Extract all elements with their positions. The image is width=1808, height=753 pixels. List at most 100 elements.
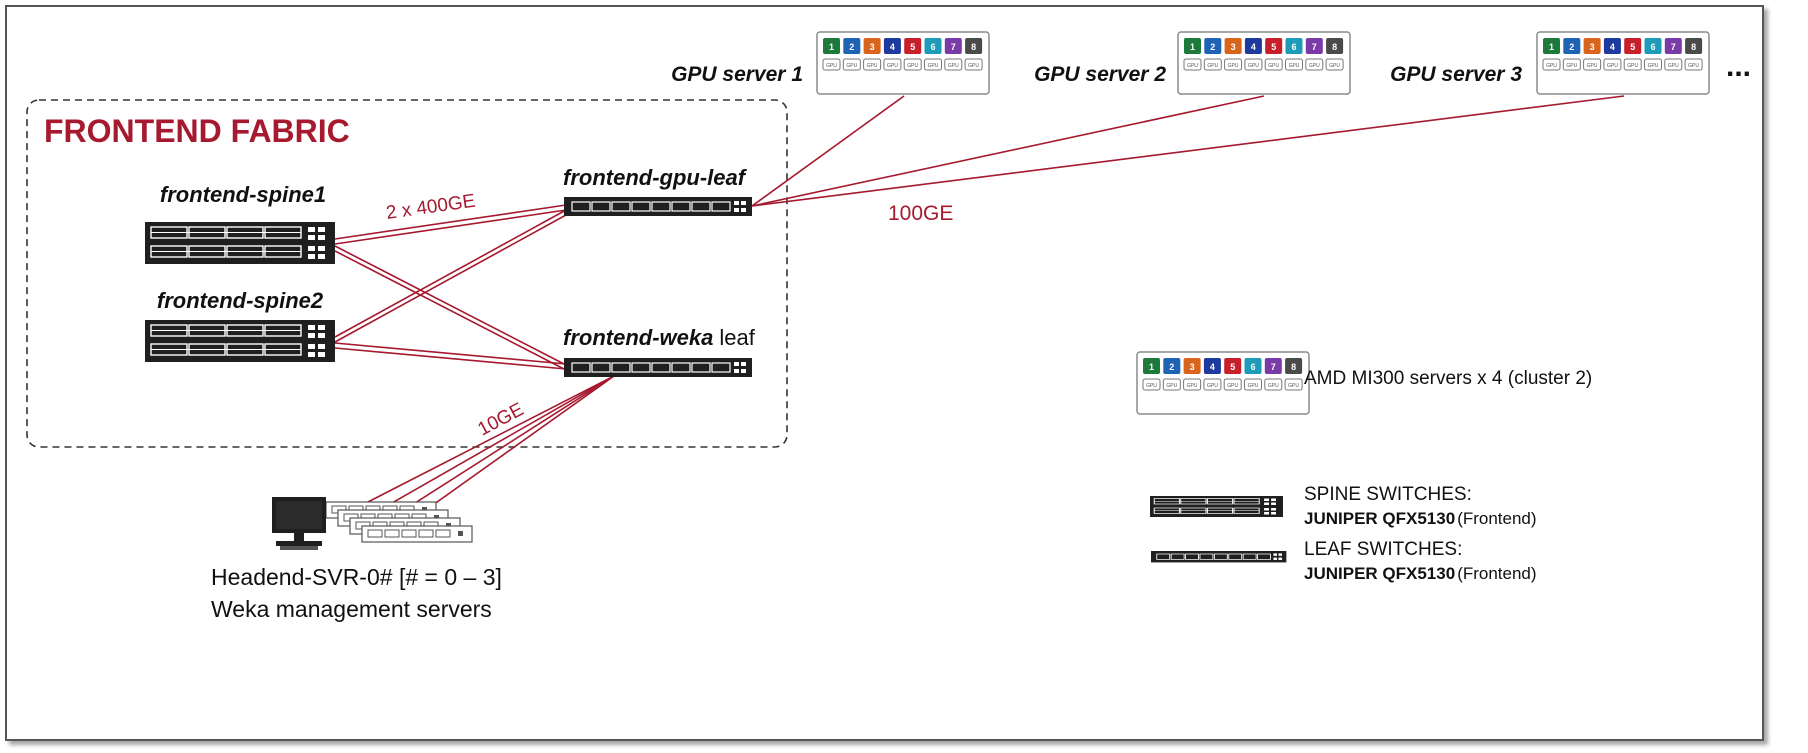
gpu-slot-badge (1143, 358, 1160, 374)
gpu-chip (1285, 58, 1303, 71)
gpu-slot-number: 2 (1569, 42, 1574, 52)
gpu-chip (1562, 58, 1581, 71)
gpu-chip (1244, 378, 1262, 391)
gpu-chip (1244, 58, 1263, 71)
gpu-slot-number: 1 (1190, 42, 1195, 52)
gpu-chip-label: GPU (1688, 63, 1699, 69)
gpu-chip-label: GPU (1587, 63, 1598, 69)
gpu-slot-badge (1305, 38, 1323, 54)
spine1-switch (144, 221, 336, 265)
gpu-chip (1305, 58, 1324, 71)
gpu-chip-label: GPU (1668, 63, 1679, 69)
gpu-slot-badge (944, 38, 962, 54)
legend-leaf-title: LEAF SWITCHES: (1304, 539, 1462, 560)
gpu-chip (1623, 58, 1642, 71)
gpu-chip (1142, 378, 1161, 391)
gpu-chip-label: GPU (1329, 63, 1340, 69)
gpu-chip-label: GPU (1268, 383, 1279, 389)
gpu-slot-badge (1685, 38, 1703, 54)
gpu-slot-badge (924, 38, 942, 54)
weka-leaf-switch (563, 357, 753, 378)
gpu-slot-badge (1644, 38, 1662, 54)
gpu-slot-badge (1624, 38, 1642, 54)
gpu-chip (1684, 58, 1703, 71)
gpu-slot-badge (1664, 38, 1682, 54)
gpu-slot-badge (965, 38, 983, 54)
gpu-slot-number: 5 (910, 42, 915, 52)
headend-links (365, 375, 615, 528)
gpu-chip-label: GPU (968, 63, 979, 69)
gpu-slot-badge (863, 38, 881, 54)
gpu-chip-label: GPU (846, 63, 857, 69)
gpu-chip-label: GPU (1288, 383, 1299, 389)
headend-servers (272, 497, 473, 550)
headend-label-line1: Headend-SVR-0# [# = 0 – 3] (211, 564, 502, 590)
weka-leaf-suffix: leaf (719, 325, 755, 350)
gpu-slot-number: 3 (1190, 362, 1195, 372)
gpu-slot-badge (1603, 38, 1621, 54)
gpu-chip-label: GPU (826, 63, 837, 69)
gpu-slot-number: 7 (951, 42, 956, 52)
gpu-chip-label: GPU (1546, 63, 1557, 69)
gpu-chip-label: GPU (1207, 383, 1218, 389)
gpu-slot-number: 8 (1332, 42, 1337, 52)
headend-server-box-4 (361, 525, 473, 543)
gpu-leaf-label: frontend-gpu-leaf (563, 165, 748, 190)
gpu-slot-number: 3 (1231, 42, 1236, 52)
gpu-server-3-label: GPU server 3 (1390, 63, 1522, 86)
legend-spine-model-name: JUNIPER QFX5130 (1304, 509, 1455, 528)
server-chassis (816, 31, 990, 95)
gpu-slot-badge (1285, 38, 1303, 54)
gpu-slot-badge (1264, 358, 1282, 374)
diagram-frame (5, 5, 1764, 741)
gpu-slot-badge (1563, 38, 1581, 54)
gpu-chip-label: GPU (1228, 63, 1239, 69)
gpu-slot-badge (1204, 38, 1222, 54)
gpu-slot-number: 7 (1271, 362, 1276, 372)
gpu-slot-number: 1 (1149, 362, 1154, 372)
gpu-chip (1603, 58, 1622, 71)
gpu-slot-number: 1 (829, 42, 834, 52)
gpu-slot-number: 5 (1271, 42, 1276, 52)
gpu-chip-label: GPU (1648, 63, 1659, 69)
legend-leaf-model-name: JUNIPER QFX5130 (1304, 564, 1455, 583)
gpu-slot-number: 8 (1691, 42, 1696, 52)
gpu-leaf-switch (563, 196, 753, 217)
gpu-slot-badge (1244, 358, 1262, 374)
gpu-slot-number: 4 (1251, 42, 1256, 52)
gpu-slot-badge (1203, 358, 1221, 374)
frontend-fabric-boundary (26, 99, 788, 448)
gpu-chip (1223, 378, 1242, 391)
legend-leaf-icon (1150, 550, 1287, 563)
gpu-slot-number: 2 (849, 42, 854, 52)
headend-label-line2: Weka management servers (211, 596, 492, 622)
gpu-server-2-label: GPU server 2 (1034, 63, 1166, 86)
spine2-switch (144, 319, 336, 363)
gpu-chip-label: GPU (1248, 63, 1259, 69)
gpu-chip-label: GPU (928, 63, 939, 69)
gpu-chip (1325, 58, 1344, 71)
gpu-slot-number: 6 (1250, 362, 1255, 372)
legend-servers-text: AMD MI300 servers x 4 (cluster 2) (1304, 368, 1592, 389)
gpu-slot-number: 6 (1650, 42, 1655, 52)
gpu-chip-label: GPU (1146, 383, 1157, 389)
gpu-chip (1664, 58, 1683, 71)
gpu-slot-badge (823, 38, 840, 54)
gpu-slot-badge (1326, 38, 1344, 54)
gpu-slot-number: 5 (1630, 42, 1635, 52)
gpu-chip (924, 58, 942, 71)
gpu-slot-number: 8 (971, 42, 976, 52)
gpu-chip (1224, 58, 1243, 71)
gpu-slot-badge (1244, 38, 1262, 54)
gpu-slot-number: 3 (870, 42, 875, 52)
legend-spine-icon (1149, 495, 1284, 518)
gpu-chip (1284, 378, 1303, 391)
gpu-chip-label: GPU (1227, 383, 1238, 389)
gpu-chip-label: GPU (1309, 63, 1320, 69)
legend-spine-title: SPINE SWITCHES: (1304, 484, 1472, 505)
gpu-slot-number: 4 (1210, 362, 1215, 372)
